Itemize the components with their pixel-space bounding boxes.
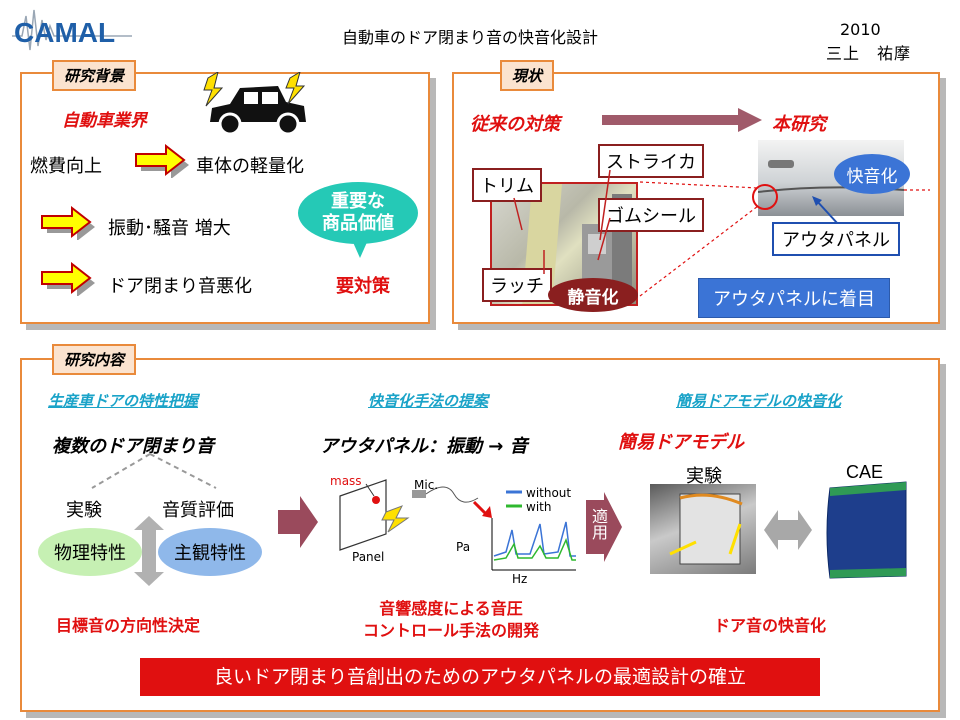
physical-text: 物理特性 [54, 543, 126, 564]
focus-box: アウタパネルに着目 [698, 278, 890, 318]
author: 三上 祐摩 [826, 44, 912, 63]
important-text: 重要な 商品価値 [322, 190, 394, 235]
countermeasure-text: 要対策 [336, 276, 390, 297]
yellow-arrow-icon [134, 143, 190, 179]
panel-label-text: Panel [352, 550, 385, 564]
experiment-photo [650, 484, 756, 574]
col2-result: 音響感度による音圧 コントロール手法の開発 [362, 599, 539, 640]
camal-logo: CAMAL [12, 6, 132, 54]
car-icon [200, 70, 310, 142]
double-arrow-icon [134, 516, 164, 590]
multi-sounds-text: 複数のドア閉まり音 [52, 436, 214, 457]
conventional-text: 従来の対策 [470, 114, 560, 135]
col3-result: ドア音の快音化 [714, 616, 827, 635]
striker-label: ストライカ [598, 144, 704, 178]
sound-quality-text: 音質評価 [162, 500, 234, 521]
logo-text: CAMAL [14, 17, 115, 48]
important-ellipse: 重要な 商品価値 [298, 182, 418, 244]
subjective-ellipse: 主観特性 [158, 528, 262, 576]
vibration-text: 振動･騒音 増大 [108, 218, 231, 239]
pa-label: Pa [456, 540, 471, 554]
flow-arrow-1 [278, 496, 318, 552]
conclusion-box: 良いドア閉まり音創出のためのアウタパネルの最適設計の確立 [140, 658, 820, 696]
branch-lines [91, 453, 217, 489]
conventional-arrow [602, 108, 762, 136]
background-label: 研究背景 [52, 60, 137, 91]
cae-text: CAE [846, 462, 884, 482]
col2-heading: 快音化手法の提案 [368, 392, 489, 410]
trim-label: トリム [472, 168, 542, 202]
pleasant-ellipse: 快音化 [834, 154, 910, 194]
simple-model-text: 簡易ドアモデル [618, 432, 744, 453]
outer-vib-text: アウタパネル：振動 → 音 [320, 436, 528, 457]
year: 2010 [840, 20, 881, 39]
with-label: with [526, 500, 552, 514]
physical-ellipse: 物理特性 [38, 528, 142, 576]
hz-label: Hz [512, 572, 528, 586]
without-label: without [526, 486, 572, 500]
apply-arrow [586, 492, 622, 562]
pleasant-text: 快音化 [846, 166, 898, 187]
quiet-text: 静音化 [567, 287, 619, 308]
cae-model [820, 478, 912, 582]
industry-text: 自動車業界 [62, 111, 147, 131]
focus-circle [752, 184, 778, 210]
experiment-text: 実験 [66, 500, 102, 521]
door-bad-text: ドア閉まり音悪化 [108, 276, 252, 297]
fuel-text: 燃費向上 [30, 156, 102, 177]
slide-title: 自動車のドア閉まり音の快音化設計 [341, 28, 598, 47]
mic-label: Mic. [414, 478, 439, 492]
outer-panel-arrow [812, 196, 839, 225]
quiet-ellipse: 静音化 [548, 278, 638, 312]
important-pointer [352, 240, 368, 258]
lightning-icon [203, 70, 224, 107]
subjective-text: 主観特性 [174, 543, 246, 564]
yellow-arrow-icon [40, 205, 96, 241]
this-study-text: 本研究 [772, 114, 826, 135]
status-label: 現状 [500, 60, 555, 91]
mass-label: mass [330, 474, 362, 488]
col1-result: 目標音の方向性決定 [56, 616, 201, 635]
panel-diagram [339, 479, 576, 571]
outer-panel-label: アウタパネル [772, 222, 900, 256]
double-arrow-icon [764, 500, 812, 564]
latch-label: ラッチ [482, 268, 552, 302]
col1-heading: 生産車ドアの特性把握 [48, 392, 199, 410]
rubber-seal-label: ゴムシール [598, 198, 704, 232]
col3-heading: 簡易ドアモデルの快音化 [676, 392, 842, 410]
experiment2-text: 実験 [686, 466, 722, 487]
yellow-arrow-icon [40, 261, 96, 297]
content-label: 研究内容 [52, 344, 137, 375]
lightweight-text: 車体の軽量化 [196, 156, 304, 177]
apply-text: 適用 [589, 508, 608, 540]
